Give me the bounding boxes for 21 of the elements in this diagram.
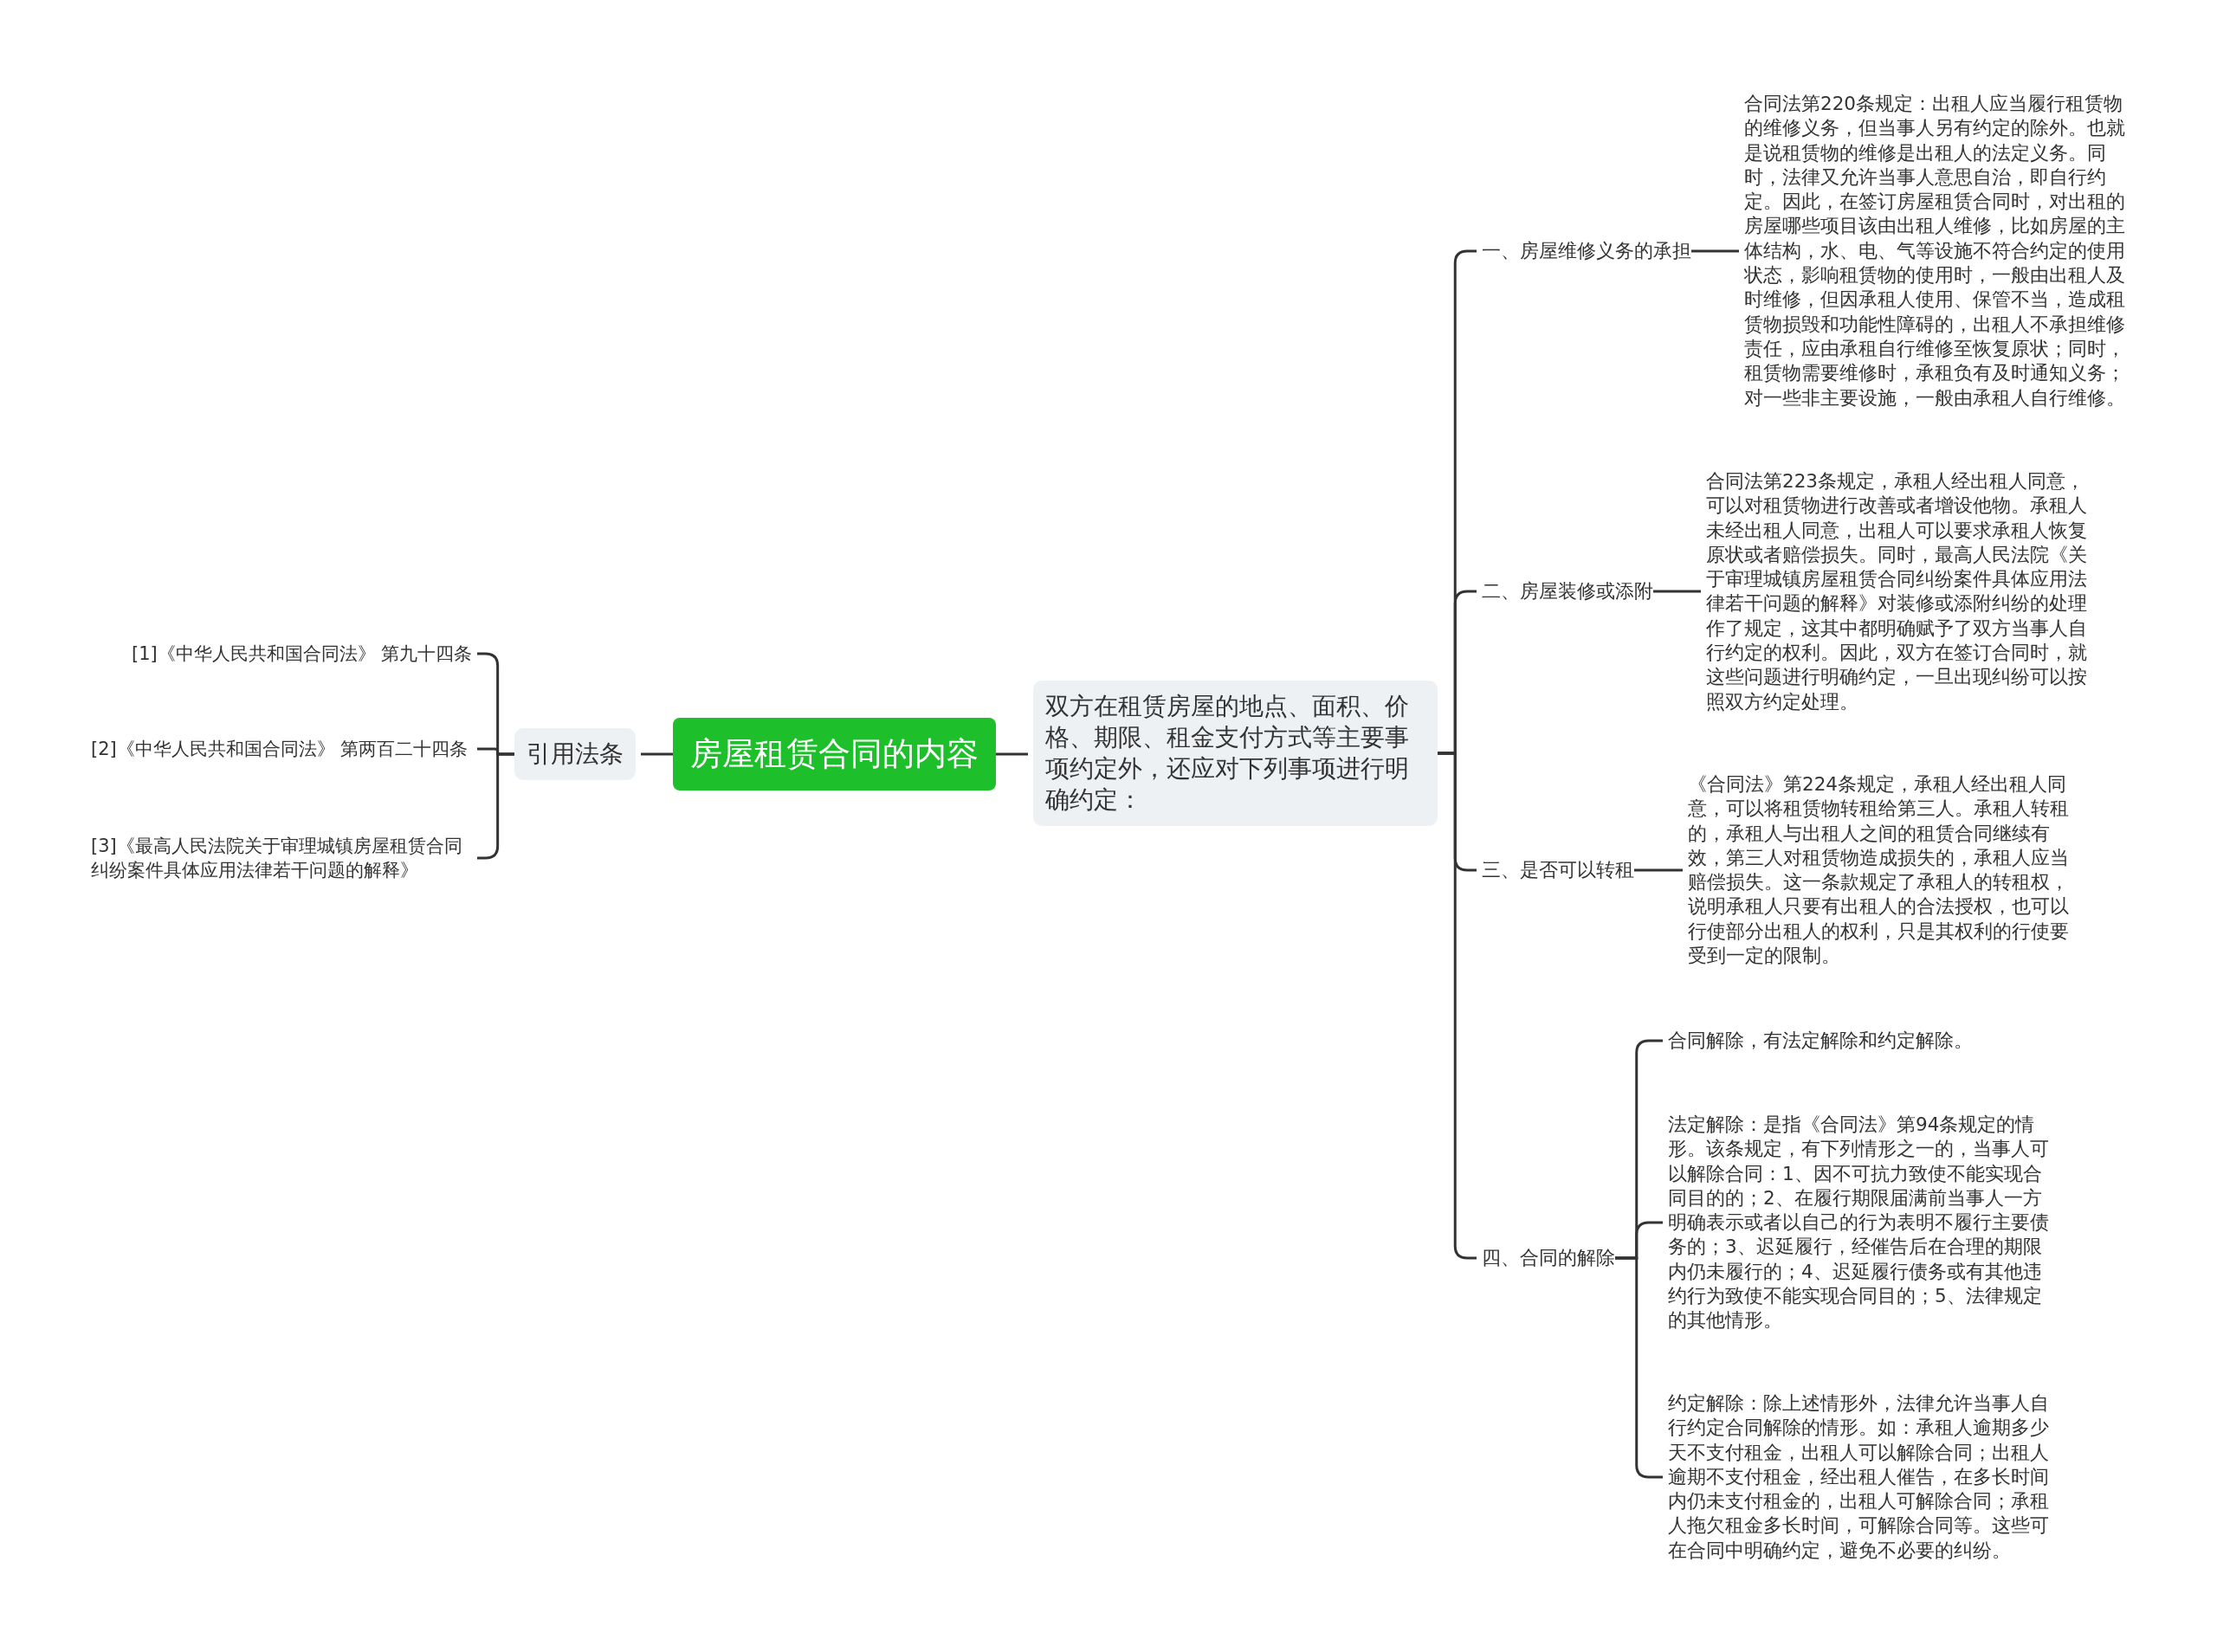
- detail-text: 合同法第223条规定，承租人经出租人同意，可以对租赁物进行改善或者增设他物。承租人未经出租人同意，出租人可以要求承租人恢复原状或者赔偿损失。同时，最高人民法院《关于审理城镇房屋租赁合同纠纷案件具体应用法律若干问题的解释》对装修或添附纠纷的处理作了规定，这其中都明确赋予了双方当事人自行约定的权利。因此，双方在签订合同时，就这些问题进行明确约定，一旦出现纠纷可以按照双方约定处理。: [1706, 468, 2096, 714]
- detail-text: 法定解除：是指《合同法》第94条规定的情形。该条规定，有下列情形之一的，当事人可以解除合同：1、因不可抗力致使不能实现合同目的的；2、在履行期限届满前当事人一方明确表示或者以自己的行为表明不履行主要债务的；3、迟延履行，经催告后在合理的期限内仍未履行的；4、迟延履行债务或有其他违约行为致使不能实现合同目的；5、法律规定的其他情形。: [1668, 1112, 2058, 1333]
- connector-line: [996, 752, 1028, 756]
- branch-label: 一、房屋维修义务的承担: [1482, 238, 1691, 264]
- branch-label: 四、合同的解除: [1482, 1245, 1615, 1271]
- reference-text: [1]《中华人民共和国合同法》 第九十四条: [132, 642, 473, 666]
- reference-text: [2]《中华人民共和国合同法》 第两百二十四条: [91, 737, 472, 761]
- connector-line: [1653, 590, 1701, 593]
- connector-line: [1691, 249, 1739, 253]
- topic-box: 引用法条: [514, 728, 636, 780]
- detail-text: 合同解除，有法定解除和约定解除。: [1668, 1028, 1973, 1054]
- connector-line: [641, 752, 673, 756]
- detail-text: 约定解除：除上述情形外，法律允许当事人自行约定合同解除的情形。如：承租人逾期多少天不支付租金，出租人可以解除合同；出租人逾期不支付租金，经出租人催告，在多长时间内仍未支付租金的，出租人可解除合同；承租人拖欠租金多长时间，可解除合同等。这些可在合同中明确约定，避免不必要的纠纷。: [1668, 1391, 2058, 1564]
- branch-label: 二、房屋装修或添附: [1482, 578, 1653, 604]
- topic-box: 双方在租赁房屋的地点、面积、价格、期限、租金支付方式等主要事项约定外，还应对下列事项进行明确约定：: [1033, 681, 1438, 826]
- reference-text: [3]《最高人民法院关于审理城镇房屋租赁合同纠纷案件具体应用法律若干问题的解释》: [91, 834, 472, 882]
- branch-label: 三、是否可以转租: [1482, 857, 1634, 883]
- detail-text: 《合同法》第224条规定，承租人经出租人同意，可以将租赁物转租给第三人。承租人转租的，承租人与出租人之间的租赁合同继续有效，第三人对租赁物造成损失的，承租人应当赔偿损失。这一条款规定了承租人的转租权，说明承租人只要有出租人的合法授权，也可以行使部分出租人的权利，只是其权利的行使要受到一定的限制。: [1688, 771, 2078, 969]
- detail-text: 合同法第220条规定：出租人应当履行租赁物的维修义务，但当事人另有约定的除外。也就是说租赁物的维修是出租人的法定义务。同时，法律又允许当事人意思自治，即自行约定。因此，在签订房屋租赁合同时，对出租的房屋哪些项目该由出租人维修，比如房屋的主体结构，水、电、气等设施不符合约定的使用状态，影响租赁物的使用时，一般由出租人及时维修，但因承租人使用、保管不当，造成租赁物损毁和功能性障碍的，出租人不承担维修责任，应由承租自行维修至恢复原状；同时，租赁物需要维修时，承租负有及时通知义务；对一些非主要设施，一般由承租人自行维修。: [1744, 92, 2134, 410]
- root-topic-box: 房屋租赁合同的内容: [673, 718, 996, 791]
- connector-line: [1634, 868, 1683, 872]
